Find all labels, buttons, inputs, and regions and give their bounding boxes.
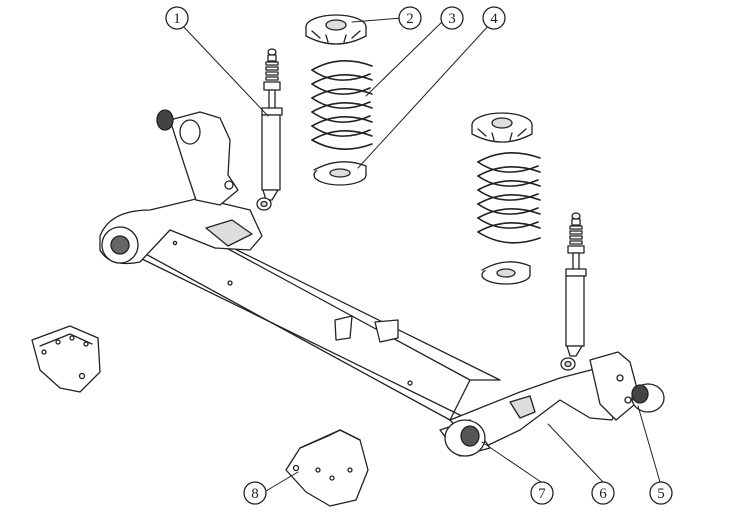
bracket-part-8 <box>285 429 369 507</box>
coil-spring-left <box>311 60 373 150</box>
callout-3: 3 <box>440 6 464 30</box>
leader-lines <box>180 17 661 492</box>
shock-absorber-left <box>256 48 283 211</box>
callout-1: 1 <box>165 6 189 30</box>
svg-text:7: 7 <box>538 486 546 502</box>
callout-2: 2 <box>398 6 422 30</box>
svg-text:8: 8 <box>251 486 259 502</box>
spring-seat-lower-left <box>313 161 367 186</box>
svg-text:4: 4 <box>490 11 498 27</box>
callout-8: 8 <box>243 481 267 505</box>
callout-6: 6 <box>591 481 615 505</box>
coil-spring-right <box>477 152 541 244</box>
svg-text:2: 2 <box>406 11 414 27</box>
svg-text:3: 3 <box>448 11 456 27</box>
bracket-loose-left <box>31 325 101 393</box>
svg-text:1: 1 <box>173 11 181 27</box>
shock-absorber-right <box>560 212 587 371</box>
spring-seat-lower-right <box>481 261 531 285</box>
spring-pad-top-left <box>305 14 367 45</box>
axle-beam <box>119 211 501 421</box>
right-trailing-arm <box>439 351 665 457</box>
left-trailing-arm <box>99 109 263 265</box>
callout-5: 5 <box>649 481 673 505</box>
callout-4: 4 <box>482 6 506 30</box>
spring-pad-top-right <box>471 112 533 143</box>
callout-7: 7 <box>530 481 554 505</box>
svg-text:6: 6 <box>599 486 607 502</box>
svg-text:5: 5 <box>657 486 665 502</box>
